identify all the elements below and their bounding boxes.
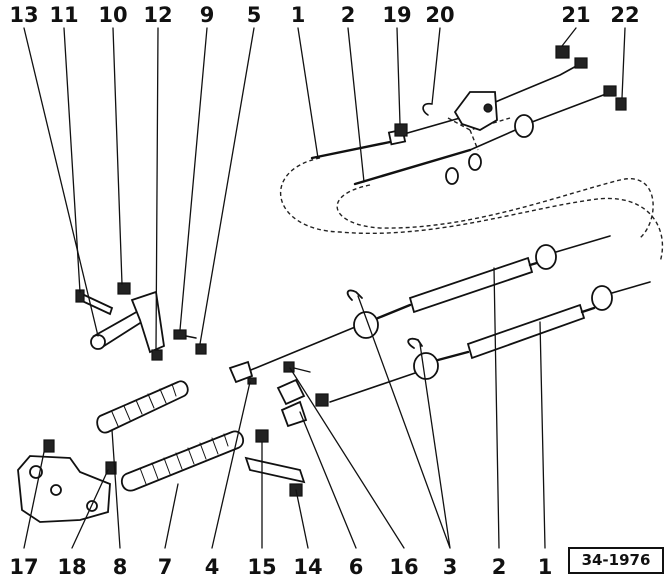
label-1-top: 1: [291, 3, 306, 27]
housing-bracket-part-17: [17, 455, 111, 523]
label-18: 18: [57, 555, 86, 579]
label-16: 16: [389, 555, 418, 579]
label-5: 5: [247, 3, 262, 27]
label-14: 14: [293, 555, 322, 579]
nut-part-19: [394, 123, 408, 137]
label-22: 22: [610, 3, 639, 27]
reference-number: 34-1976: [568, 547, 664, 574]
cable-loop-inner: [336, 177, 654, 239]
upper-cable-1: [310, 45, 588, 160]
label-7: 7: [158, 555, 173, 579]
bracket-part-14: [244, 429, 306, 497]
label-4: 4: [205, 555, 220, 579]
label-1-bottom: 1: [538, 555, 553, 579]
label-19: 19: [382, 3, 411, 27]
washers-upper: [445, 153, 482, 185]
label-8: 8: [113, 555, 128, 579]
upper-cable-2: [353, 85, 627, 186]
leader-lines: [23, 27, 626, 549]
label-3: 3: [443, 555, 458, 579]
clamp-part-16: [283, 361, 311, 373]
label-11: 11: [49, 3, 78, 27]
clip-part-5: [195, 343, 207, 355]
retaining-clips-part-3: [346, 289, 423, 349]
rubber-boot-part-8: [96, 380, 189, 434]
bolts-part-18: [43, 439, 117, 475]
label-20: 20: [425, 3, 454, 27]
label-21: 21: [561, 3, 590, 27]
label-10: 10: [98, 3, 127, 27]
pin-part-9: [173, 329, 197, 340]
label-15: 15: [247, 555, 276, 579]
label-2-top: 2: [341, 3, 356, 27]
lower-cable-2: [245, 235, 611, 373]
clamp-part-6: [276, 378, 329, 428]
label-9: 9: [200, 3, 215, 27]
label-13: 13: [9, 3, 38, 27]
label-2-bottom: 2: [492, 555, 507, 579]
label-12: 12: [143, 3, 172, 27]
nut-part-10: [117, 282, 131, 295]
holder-bracket-part-20: [422, 91, 498, 131]
bolt-part-11: [75, 289, 114, 316]
label-6: 6: [349, 555, 364, 579]
cable-end-part-4: [228, 360, 257, 385]
label-17: 17: [9, 555, 38, 579]
shift-linkage-lever: [90, 290, 165, 361]
rubber-boot-part-7: [120, 430, 245, 492]
lower-cable-1: [329, 281, 651, 403]
